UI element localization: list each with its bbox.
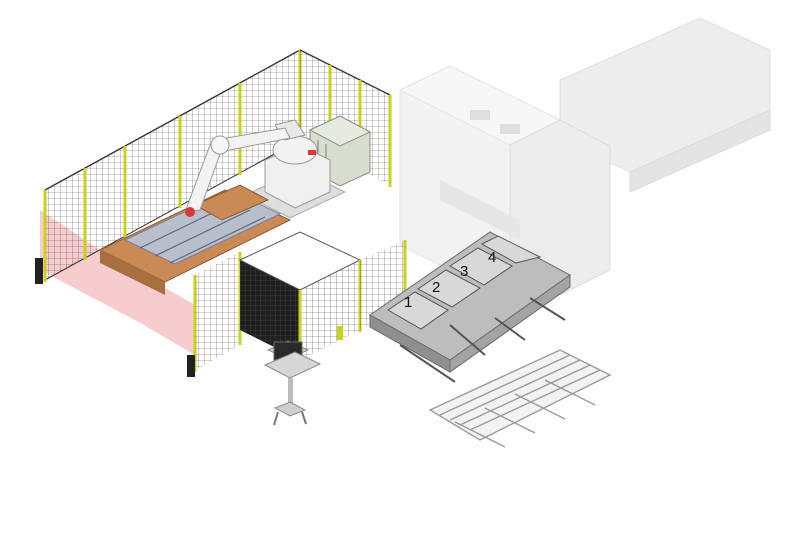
station-label-2: 2 — [432, 279, 440, 296]
ghost-machine — [398, 17, 771, 301]
operator-enclosure — [238, 231, 407, 360]
station-slot-1 — [387, 291, 449, 330]
pallet-conveyor-icon — [98, 184, 292, 295]
station-label-4: 4 — [488, 249, 496, 266]
operator-console-icon — [263, 340, 322, 426]
empty-pallet-frame — [428, 349, 612, 448]
station-slot-3 — [449, 247, 513, 286]
station-slot-2 — [417, 269, 481, 308]
station-label-1: 1 — [404, 294, 412, 311]
station-slot-4 — [480, 235, 542, 264]
pallet-station-table — [369, 231, 571, 383]
industrial-robot-icon — [184, 119, 331, 217]
station-label-3: 3 — [460, 263, 468, 280]
